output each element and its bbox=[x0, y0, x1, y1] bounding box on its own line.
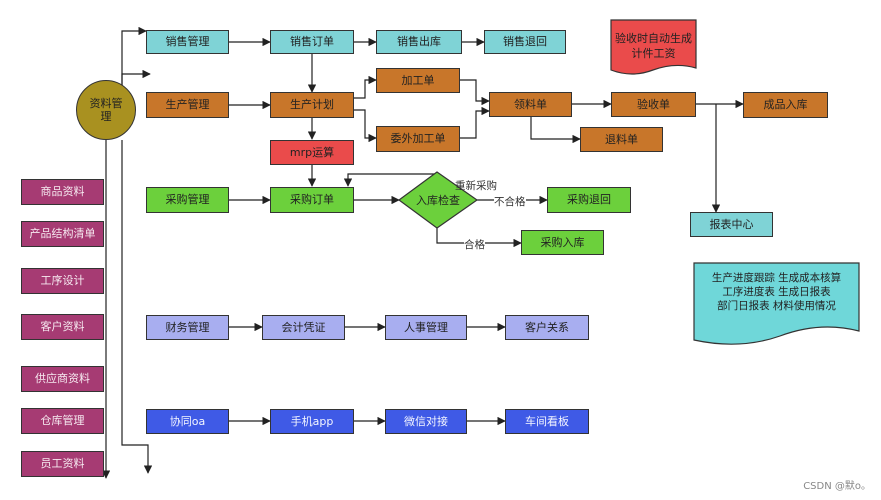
sales-return-label: 销售退回 bbox=[503, 35, 547, 49]
auto-wage-note-shape bbox=[610, 19, 697, 75]
return-material-label: 退料单 bbox=[605, 132, 638, 146]
accept-order-label: 验收单 bbox=[637, 97, 670, 111]
wechat-label: 微信对接 bbox=[404, 414, 448, 428]
item-data-node[interactable]: 商品资料 bbox=[21, 179, 104, 205]
report-center-node[interactable]: 报表中心 bbox=[690, 212, 773, 237]
pick-order-label: 领料单 bbox=[514, 97, 547, 111]
supplier-data-node[interactable]: 供应商资料 bbox=[21, 366, 104, 392]
sales-mgmt-label: 销售管理 bbox=[165, 35, 210, 49]
employee-data-label: 员工资料 bbox=[40, 457, 85, 471]
sales-mgmt-node[interactable]: 销售管理 bbox=[146, 30, 229, 54]
crm-node[interactable]: 客户关系 bbox=[505, 315, 589, 340]
voucher-label: 会计凭证 bbox=[281, 320, 326, 334]
inspect-label: 入库检查 bbox=[416, 194, 460, 207]
employee-data-node[interactable]: 员工资料 bbox=[21, 451, 104, 477]
purchase-in-label: 采购入库 bbox=[540, 235, 585, 249]
process-design-node[interactable]: 工序设计 bbox=[21, 268, 104, 294]
purchase-mgmt-node[interactable]: 采购管理 bbox=[146, 187, 229, 213]
hr-mgmt-node[interactable]: 人事管理 bbox=[385, 315, 467, 340]
return-material-node[interactable]: 退料单 bbox=[580, 127, 663, 152]
master-data-node[interactable]: 资料管理 bbox=[76, 80, 136, 140]
oa-node[interactable]: 协同oa bbox=[146, 409, 229, 434]
purchase-order-node[interactable]: 采购订单 bbox=[270, 187, 354, 213]
process-order-node[interactable]: 加工单 bbox=[376, 68, 460, 93]
oa-label: 协同oa bbox=[169, 414, 206, 428]
sales-out-node[interactable]: 销售出库 bbox=[376, 30, 462, 54]
finished-in-label: 成品入库 bbox=[763, 98, 808, 112]
bom-node[interactable]: 产品结构清单 bbox=[21, 221, 104, 247]
warehouse-mgmt-node[interactable]: 仓库管理 bbox=[21, 408, 104, 434]
kanban-node[interactable]: 车间看板 bbox=[505, 409, 589, 434]
report-note-shape bbox=[693, 262, 860, 345]
customer-data-label: 客户资料 bbox=[40, 320, 85, 334]
reports-note: 生产进度跟踪 生成成本核算 工序进度表 生成日报表 部门日报表 材料使用情况 bbox=[711, 272, 842, 313]
sales-return-node[interactable]: 销售退回 bbox=[484, 30, 566, 54]
purchase-order-label: 采购订单 bbox=[290, 193, 334, 207]
mobile-app-node[interactable]: 手机app bbox=[270, 409, 354, 434]
fail-edge-label: 不合格 bbox=[494, 194, 526, 209]
report-center-label: 报表中心 bbox=[709, 217, 754, 231]
crm-label: 客户关系 bbox=[525, 320, 569, 334]
master-data-label: 资料管理 bbox=[89, 96, 123, 123]
supplier-data-label: 供应商资料 bbox=[35, 372, 90, 386]
finance-mgmt-label: 财务管理 bbox=[165, 320, 210, 334]
pass-edge-label: 合格 bbox=[464, 237, 485, 252]
item-data-label: 商品资料 bbox=[40, 185, 85, 199]
finished-in-node[interactable]: 成品入库 bbox=[743, 92, 828, 118]
accept-order-node[interactable]: 验收单 bbox=[611, 92, 696, 117]
mrp-label: mrp运算 bbox=[289, 145, 335, 159]
purchase-return-label: 采购退回 bbox=[567, 193, 611, 207]
prod-mgmt-node[interactable]: 生产管理 bbox=[146, 92, 229, 118]
pick-order-node[interactable]: 领料单 bbox=[489, 92, 572, 117]
hr-mgmt-label: 人事管理 bbox=[404, 320, 448, 334]
prod-mgmt-label: 生产管理 bbox=[165, 98, 210, 112]
sales-order-node[interactable]: 销售订单 bbox=[270, 30, 354, 54]
watermark: CSDN @默o。 bbox=[803, 481, 871, 492]
process-order-label: 加工单 bbox=[401, 73, 435, 87]
wechat-node[interactable]: 微信对接 bbox=[385, 409, 467, 434]
purchase-in-node[interactable]: 采购入库 bbox=[521, 230, 604, 255]
recheck-edge-label: 重新采购 bbox=[455, 180, 497, 192]
auto-wage-note: 验收时自动生成 计件工资 bbox=[615, 32, 692, 60]
mrp-node[interactable]: mrp运算 bbox=[270, 140, 354, 165]
purchase-mgmt-label: 采购管理 bbox=[165, 193, 210, 207]
warehouse-mgmt-label: 仓库管理 bbox=[40, 414, 85, 428]
sales-order-label: 销售订单 bbox=[290, 35, 334, 49]
inspect-diamond bbox=[397, 171, 479, 229]
purchase-return-node[interactable]: 采购退回 bbox=[547, 187, 631, 213]
bom-label: 产品结构清单 bbox=[29, 227, 96, 241]
outsource-order-label: 委外加工单 bbox=[390, 132, 446, 146]
mobile-app-label: 手机app bbox=[290, 414, 334, 428]
kanban-label: 车间看板 bbox=[525, 414, 569, 428]
process-design-label: 工序设计 bbox=[40, 274, 85, 288]
voucher-node[interactable]: 会计凭证 bbox=[262, 315, 345, 340]
finance-mgmt-node[interactable]: 财务管理 bbox=[146, 315, 229, 340]
prod-plan-node[interactable]: 生产计划 bbox=[270, 92, 354, 118]
prod-plan-label: 生产计划 bbox=[290, 98, 334, 112]
sales-out-label: 销售出库 bbox=[397, 35, 441, 49]
customer-data-node[interactable]: 客户资料 bbox=[21, 314, 104, 340]
outsource-order-node[interactable]: 委外加工单 bbox=[376, 126, 460, 152]
